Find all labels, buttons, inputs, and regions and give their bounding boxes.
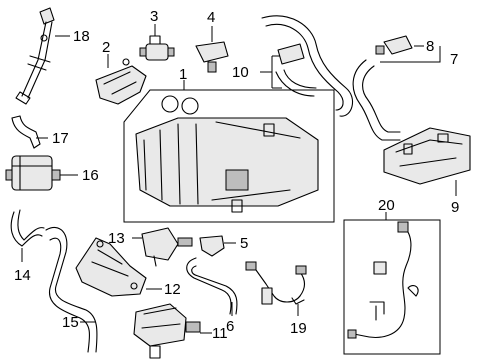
callout-8: 8: [426, 38, 434, 55]
part-18-filler-pipe: [15, 7, 55, 105]
callout-9: 9: [451, 199, 459, 216]
part-14-hose: [10, 209, 45, 247]
callout-10: 10: [232, 64, 249, 81]
callout-17: 17: [52, 130, 69, 147]
part-4-sensor: [195, 41, 229, 73]
callout-2: 2: [102, 39, 110, 56]
callout-4: 4: [207, 9, 215, 26]
callout-7: 7: [450, 51, 458, 68]
part-6-hose: [186, 257, 238, 315]
part-19-sensor: [245, 261, 307, 305]
part-10-hoses: [261, 15, 354, 117]
part-11-valve-assembly: [133, 303, 201, 359]
part-15-long-hose: [45, 226, 98, 353]
callout-16: 16: [82, 167, 99, 184]
callout-3: 3: [150, 8, 158, 25]
callout-12: 12: [164, 281, 181, 298]
callout-1: 1: [179, 66, 187, 83]
part-1-frame: [123, 89, 335, 223]
callout-15: 15: [62, 314, 79, 331]
part-3-valve: [139, 35, 175, 61]
part-13-purge-valve: [141, 227, 193, 267]
leader-7: [380, 46, 441, 63]
part-8-connector: [375, 35, 413, 55]
callout-14: 14: [14, 267, 31, 284]
part-12-bracket: [75, 237, 147, 297]
leader-10: [260, 55, 282, 89]
part-2-bracket: [95, 58, 147, 105]
callout-5: 5: [240, 235, 248, 252]
part-17-hose: [11, 115, 41, 149]
part-16-filter: [5, 155, 61, 191]
callout-18: 18: [73, 28, 90, 45]
callout-20: 20: [378, 197, 395, 214]
part-20-harness: [347, 221, 419, 339]
callout-6: 6: [226, 318, 234, 335]
callout-13: 13: [108, 230, 125, 247]
part-20-frame: [343, 219, 441, 355]
callout-19: 19: [290, 320, 307, 337]
part-9-tank: [383, 127, 471, 185]
part-7-hose: [352, 59, 401, 141]
part-1-canister: [135, 95, 319, 213]
part-5-cap: [199, 235, 225, 257]
callout-11: 11: [212, 325, 228, 342]
